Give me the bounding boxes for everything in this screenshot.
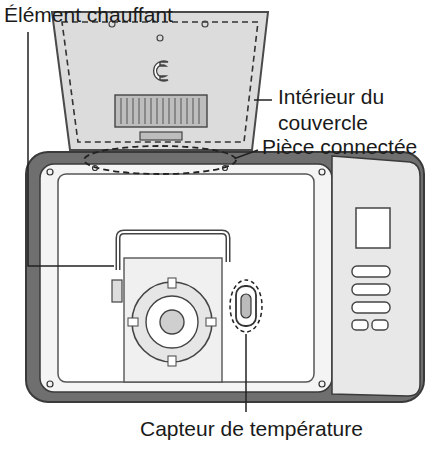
sensor-dashed-outline (230, 280, 262, 332)
lid-vent (115, 95, 207, 127)
connected-part-outline (84, 146, 236, 174)
chamber (58, 174, 314, 382)
lid (52, 12, 268, 150)
body (26, 152, 424, 402)
part-label: Élément chauffant (4, 2, 173, 28)
lid-hook (154, 61, 168, 81)
part-label: Pièce connectée (262, 134, 417, 160)
part-label: Capteur de température (140, 416, 363, 442)
leader-lines (28, 32, 272, 412)
pan-socket (124, 258, 222, 382)
chamber-rim (40, 164, 332, 392)
temperature-sensor (236, 286, 256, 326)
part-label: Intérieur du couvercle (278, 84, 444, 137)
lid-dashed-outline (62, 22, 258, 142)
control-panel (332, 156, 420, 396)
display (356, 208, 390, 248)
